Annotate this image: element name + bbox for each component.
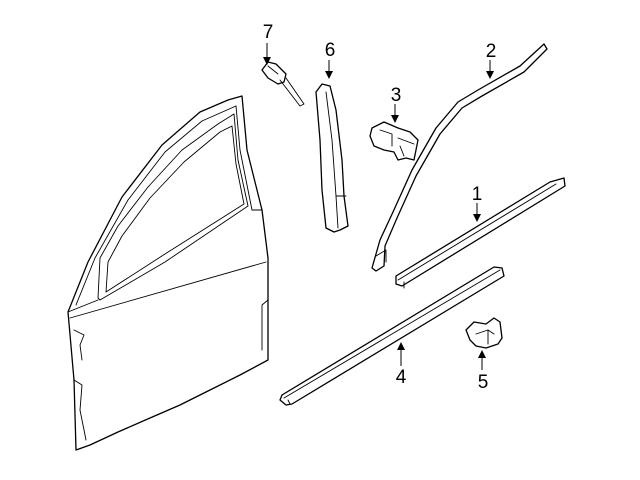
callout-7: 7 [263, 22, 274, 43]
callout-3: 3 [391, 85, 402, 106]
callout-4: 4 [396, 367, 407, 388]
door-side-molding [279, 266, 505, 406]
callout-2: 2 [486, 41, 497, 62]
clip [369, 121, 419, 161]
front-door-shell [67, 95, 269, 451]
callout-labels: 1 2 3 4 5 6 7 [263, 22, 497, 393]
callout-5: 5 [478, 372, 489, 393]
leader-lines [263, 43, 494, 370]
fastener [465, 317, 503, 349]
belt-molding [395, 177, 566, 289]
b-pillar-applique [315, 83, 349, 233]
callout-6: 6 [325, 40, 336, 61]
callout-1: 1 [472, 184, 483, 205]
window-frame-molding [371, 43, 548, 272]
rivet [261, 61, 305, 107]
